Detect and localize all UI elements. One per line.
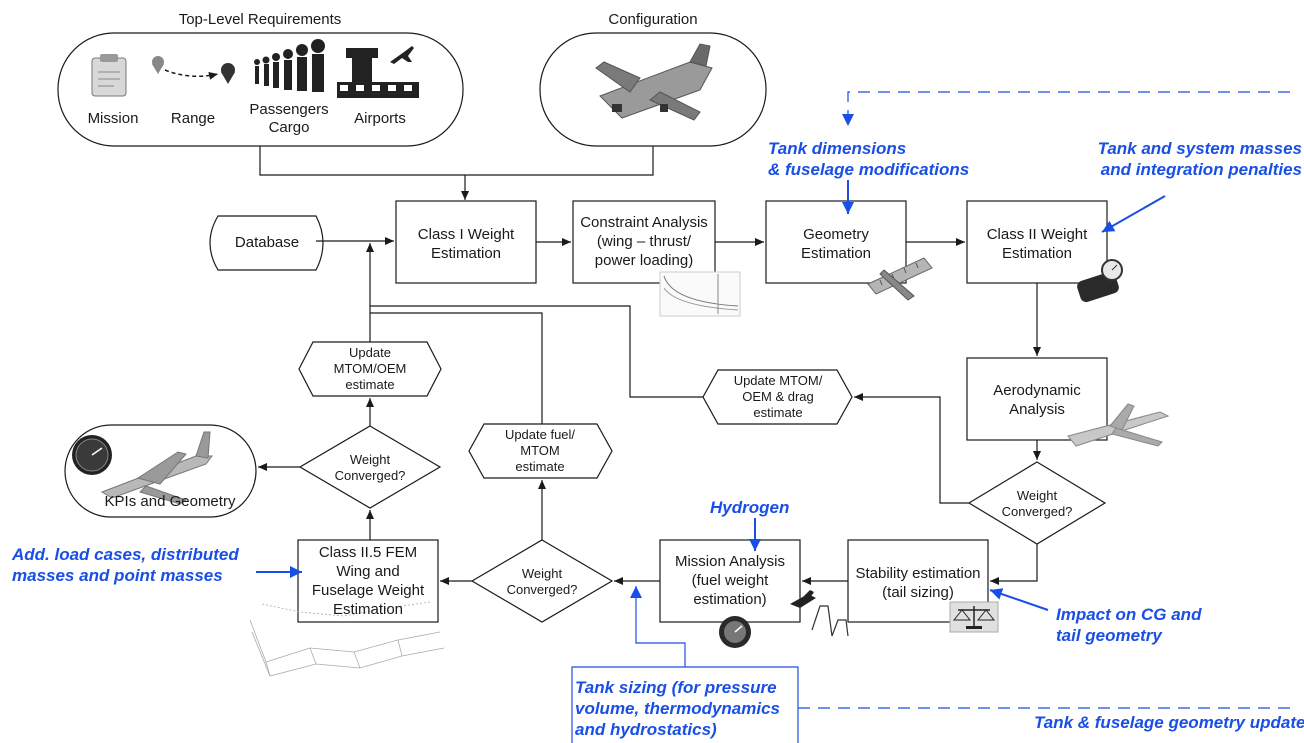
hydrogen-annotation: Hydrogen: [710, 498, 790, 517]
people-icon: [254, 39, 325, 92]
clipboard-icon: [91, 54, 127, 97]
fem-wireframe-icon: [249, 601, 445, 677]
passengers-label: Passengers: [249, 101, 329, 118]
airports-label: Airports: [354, 110, 406, 127]
tank-dimensions-annotation: Tank dimensions& fuselage modifications: [768, 139, 970, 179]
kpis-label: KPIs and Geometry: [104, 493, 236, 510]
requirements-feed-line: [259, 146, 654, 176]
fem-box: [297, 539, 439, 623]
update-mtom-hex: [298, 341, 442, 397]
class1-box: [395, 200, 537, 284]
airliner-icon: [100, 431, 213, 505]
constraint-box: [572, 200, 716, 284]
gauge-icon: [72, 435, 751, 648]
scale-icon: [1077, 259, 1123, 303]
database-shape: [209, 215, 324, 271]
update-fuel-hex: [468, 423, 613, 479]
airport-tower-icon: [337, 46, 419, 98]
weight-converged-left: [298, 425, 442, 509]
mission-box: [659, 539, 801, 623]
database-label: Database: [234, 234, 300, 251]
lego-plane-icon: [595, 43, 713, 121]
constraint-plot-icon: [659, 271, 741, 317]
range-label: Range: [170, 110, 216, 127]
ruler-pencil-icon: [867, 257, 933, 301]
tank-dimension-feedback: [842, 91, 1290, 126]
constraint-label: Constraint Analysis(wing – thrust/power …: [580, 214, 708, 269]
route-pin-icon: [152, 56, 235, 84]
balance-icon: [949, 601, 999, 633]
cargo-label: Cargo: [268, 119, 310, 136]
stability-label: Stability estimation(tail sizing): [855, 565, 981, 601]
tank-updates-annotation: Tank & fuselage geometry updates: [1034, 713, 1304, 732]
requirements-title: Top-Level Requirements: [178, 11, 342, 28]
mission-profile-icon: [790, 590, 849, 637]
plane-icon: [1067, 403, 1170, 447]
weight-converged-mid: [470, 539, 614, 623]
mission-label: Mission: [87, 110, 139, 127]
geometry-box: [765, 200, 907, 284]
configuration-title: Configuration: [608, 11, 698, 28]
